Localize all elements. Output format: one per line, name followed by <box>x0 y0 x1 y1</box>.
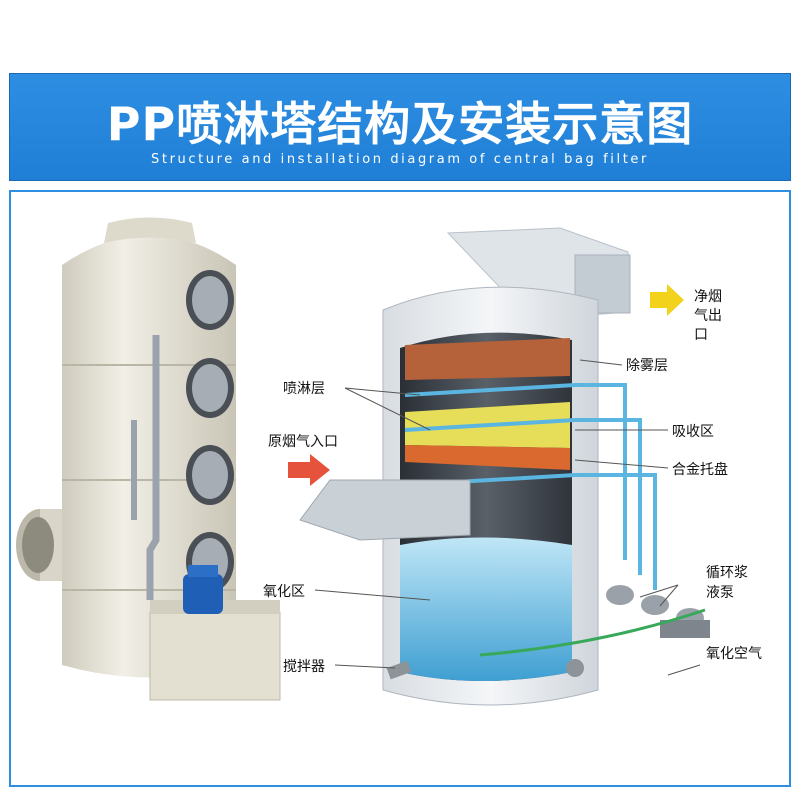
page-subtitle: Structure and installation diagram of ce… <box>151 152 649 167</box>
leader-lines <box>314 359 701 676</box>
pp-tower-photo <box>16 217 281 701</box>
demister-layer <box>405 338 570 380</box>
page-title: PP喷淋塔结构及安装示意图 <box>106 97 694 151</box>
oxidation-air-pipe <box>479 608 706 657</box>
label-absorption-zone: 吸收区 <box>672 424 714 440</box>
inspection-window-2 <box>186 358 234 418</box>
label-clean-outlet-2: 气出 <box>694 308 722 324</box>
base-tank <box>149 611 281 701</box>
label-spray-layer: 喷淋层 <box>283 381 325 397</box>
label-alloy-tray: 合金托盘 <box>672 461 728 478</box>
inlet-duct <box>299 479 471 541</box>
label-oxidation-zone: 氧化区 <box>263 584 305 600</box>
pump-motor <box>183 574 223 614</box>
title-banner: PP喷淋塔结构及安装示意图 Structure and installation… <box>9 73 791 181</box>
label-oxidation-air: 氧化空气 <box>706 646 762 662</box>
agitator-unit <box>386 660 412 680</box>
label-demister: 除雾层 <box>626 358 668 374</box>
label-agitator: 搅拌器 <box>283 659 325 675</box>
label-pump-1: 循环浆 <box>706 565 748 581</box>
outlet-arrow <box>650 284 684 316</box>
circulation-pipe <box>146 335 160 600</box>
inspection-window-1 <box>186 270 234 330</box>
external-pipes <box>575 383 657 590</box>
label-clean-outlet-3: 口 <box>694 327 708 343</box>
inspection-window-3 <box>186 445 234 505</box>
label-pump-2: 液泵 <box>706 585 734 601</box>
circulation-pumps <box>606 585 710 638</box>
label-clean-outlet-1: 净烟 <box>694 289 722 305</box>
cutaway-diagram <box>288 227 710 706</box>
alloy-tray <box>405 445 570 470</box>
label-raw-inlet: 原烟气入口 <box>268 434 338 450</box>
inlet-arrow <box>288 454 330 486</box>
oxidation-pool <box>400 537 572 681</box>
